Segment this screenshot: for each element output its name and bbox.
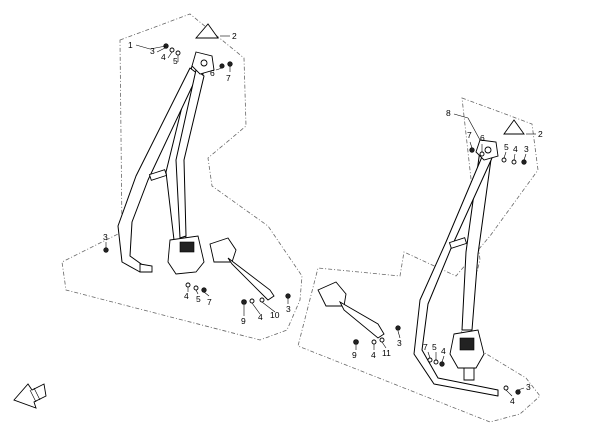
callout-9: 9	[241, 316, 246, 326]
left-retractor-cover	[179, 241, 195, 253]
callout-7: 7	[226, 73, 231, 83]
right-buckle-stalk	[338, 300, 385, 339]
right-washer-ret	[427, 357, 433, 363]
left-belt-guide	[148, 169, 168, 181]
left-upper-hardware	[163, 43, 233, 69]
right-buckle-tongue	[317, 281, 347, 307]
callout-4: 4	[371, 350, 376, 360]
left-washer-ret-1	[185, 282, 191, 288]
callout-3: 3	[150, 46, 155, 56]
callout-5: 5	[173, 56, 178, 66]
right-belt-guide	[448, 237, 468, 249]
left-buckle-stalk	[227, 257, 275, 301]
callout-6: 6	[480, 133, 485, 143]
right-leader-lines	[355, 113, 536, 397]
callout-1: 1	[128, 40, 133, 50]
callout-2: 2	[538, 129, 543, 139]
left-washer-ret-2	[193, 285, 199, 291]
callout-7: 7	[207, 297, 212, 307]
callout-2: 2	[232, 31, 237, 41]
right-lower-hardware	[503, 385, 521, 395]
left-seat-belt-assembly: 1 2 3 4 5 6 7 3 4 5 7 9 4 10 3	[61, 13, 303, 341]
left-nut-buckle	[285, 293, 291, 299]
right-cover-cap	[503, 119, 525, 135]
right-nut-ret	[439, 361, 445, 367]
left-lower-anchor-end	[139, 263, 153, 273]
callout-3: 3	[397, 338, 402, 348]
left-nut-upper-2	[227, 61, 233, 67]
right-assembly-boundary	[297, 97, 541, 423]
callout-5: 5	[432, 342, 437, 352]
callout-9: 9	[352, 350, 357, 360]
right-seat-belt-assembly: 8 2 7 6 5 4 3 9 4 11 3 7 5 4 4 3	[297, 97, 543, 423]
left-bolt-lower-1	[103, 247, 109, 253]
left-washer-buckle-1	[249, 298, 255, 304]
callout-4: 4	[513, 144, 518, 154]
right-washer-upper-3	[511, 159, 517, 165]
callout-7: 7	[467, 130, 472, 140]
right-retractor-cover	[459, 337, 475, 351]
right-washer-upper	[479, 151, 485, 157]
left-nut-ret	[201, 287, 207, 293]
callout-4: 4	[184, 291, 189, 301]
right-nut-upper-2	[521, 159, 527, 165]
callout-10: 10	[270, 310, 280, 320]
right-anchor-bolt	[484, 146, 492, 154]
callout-7: 7	[423, 342, 428, 352]
left-washer-upper-3	[219, 63, 225, 69]
callout-8: 8	[446, 108, 451, 118]
right-washer-lower	[503, 385, 509, 391]
callout-4: 4	[441, 346, 446, 356]
right-washer-buckle	[371, 339, 377, 345]
right-bolt-buckle	[353, 339, 359, 345]
callout-4: 4	[258, 312, 263, 322]
callout-4: 4	[161, 52, 166, 62]
callout-3: 3	[524, 144, 529, 154]
callout-11: 11	[382, 348, 391, 358]
left-bolt-buckle	[241, 299, 247, 305]
callout-5: 5	[196, 294, 201, 304]
left-diagonal-belt	[175, 69, 205, 239]
callout-6: 6	[210, 68, 215, 78]
callout-3: 3	[526, 382, 531, 392]
right-washer-buckle-2	[379, 337, 385, 343]
right-washer-ret-2	[433, 359, 439, 365]
right-washer-upper-2	[501, 157, 507, 163]
left-retractor	[167, 235, 205, 275]
left-washer-upper-1	[169, 47, 175, 53]
right-retractor-hardware	[427, 357, 445, 367]
callout-3: 3	[286, 304, 291, 314]
left-leader-lines	[105, 35, 289, 316]
front-direction-arrow-icon	[13, 383, 47, 409]
left-washer-buckle-2	[259, 297, 265, 303]
left-washer-upper-2	[175, 50, 181, 56]
right-lower-anchor-end	[463, 367, 475, 381]
callout-5: 5	[504, 142, 509, 152]
right-nut-lower	[515, 389, 521, 395]
right-nut-upper	[469, 147, 475, 153]
left-anchor-bolt	[200, 59, 208, 67]
right-nut-buckle	[395, 325, 401, 331]
callout-3: 3	[103, 232, 108, 242]
left-cover-cap	[195, 23, 219, 39]
callout-4: 4	[510, 396, 515, 406]
left-buckle-hardware	[241, 293, 291, 305]
left-buckle-tongue	[209, 237, 237, 263]
